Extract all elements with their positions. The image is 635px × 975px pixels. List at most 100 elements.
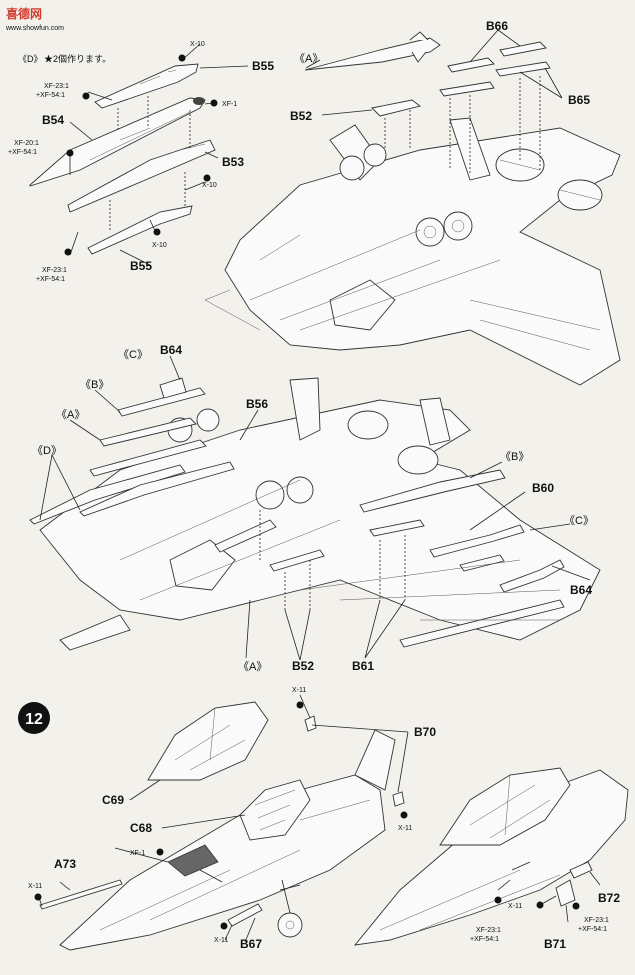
label-b67: B67 <box>240 937 262 951</box>
paint-xf54: +XF-54:1 <box>578 926 607 933</box>
note-group: 《D》 <box>18 54 43 64</box>
label-b65: B65 <box>568 93 590 107</box>
label-b55-lower: B55 <box>130 259 152 273</box>
paint-xf54: +XF-54:1 <box>36 276 65 283</box>
part-b71 <box>555 879 576 907</box>
step-badge <box>18 702 50 734</box>
paint-dot <box>210 99 218 107</box>
paint-dot <box>178 54 186 62</box>
label-b64-left: B64 <box>160 343 182 357</box>
label-b64-right: B64 <box>570 583 592 597</box>
label-b54: B54 <box>42 113 64 127</box>
pylon-b60 <box>369 519 425 537</box>
paint-dot <box>156 848 164 856</box>
missile-d-left <box>29 464 186 525</box>
missile-b-left <box>99 417 197 447</box>
group-a-bottom: 《A》 <box>238 660 267 673</box>
paint-x10: X-10 <box>152 242 167 249</box>
paint-dot <box>64 248 72 256</box>
label-b56: B56 <box>246 397 268 411</box>
paint-xf1: XF-1 <box>130 850 145 857</box>
missile-a-top <box>304 37 441 71</box>
label-b66: B66 <box>486 19 508 33</box>
label-b71: B71 <box>544 937 566 951</box>
aircraft-stores-middle: 《C》 B64 《B》 《A》 《D》 B56 《B》 B60 《C》 B64 … <box>29 343 601 673</box>
paint-dot <box>296 701 304 709</box>
paint-x10: X-10 <box>190 41 205 48</box>
paint-x11: X-11 <box>214 937 228 944</box>
paint-dot <box>82 92 90 100</box>
paint-dot <box>572 902 580 910</box>
label-b72: B72 <box>598 891 620 905</box>
missile-a-mid <box>214 519 277 553</box>
group-a-left: 《A》 <box>56 408 85 421</box>
label-b70: B70 <box>414 725 436 739</box>
step-number: 12 <box>25 711 43 728</box>
group-d-left: 《D》 <box>32 444 62 457</box>
paint-xf23: XF-23:1 <box>584 917 609 924</box>
paint-x11: X-11 <box>28 883 42 890</box>
pylon-b52-top <box>371 99 422 117</box>
canopy-c69 <box>147 701 269 781</box>
missile-c-right <box>429 524 525 558</box>
paint-dot <box>536 901 544 909</box>
paint-xf1: XF-1 <box>222 101 237 108</box>
missile-c-left <box>117 387 206 417</box>
paint-dot <box>66 149 74 157</box>
paint-xf54: +XF-54:1 <box>8 149 37 156</box>
part-b67 <box>227 903 263 927</box>
pylon-b52-mid <box>269 549 325 572</box>
paint-xf23: XF-23:1 <box>44 83 69 90</box>
part-b55-lower <box>87 205 193 255</box>
group-b-right: 《B》 <box>500 450 529 463</box>
instrument-panel <box>167 844 219 877</box>
paint-dot <box>203 174 211 182</box>
missile-b-right <box>359 469 506 513</box>
paint-xf20: XF-20:1 <box>14 140 39 147</box>
paint-xf23: XF-23:1 <box>476 927 501 934</box>
watermark: 喜德网 www.showfun.com <box>3 3 69 33</box>
paint-xf54: +XF-54:1 <box>470 936 499 943</box>
group-c-left: 《C》 <box>118 348 148 361</box>
paint-xf54: +XF-54:1 <box>36 92 65 99</box>
group-a-top: 《A》 <box>294 52 323 65</box>
paint-dot <box>220 922 228 930</box>
label-c69: C69 <box>102 793 124 807</box>
probe-a73 <box>39 879 123 910</box>
part-b53 <box>67 139 216 213</box>
aircraft-underside-top: 《A》 B66 B65 B52 <box>204 19 621 386</box>
label-a73: A73 <box>54 857 76 871</box>
watermark-url: www.showfun.com <box>5 25 64 32</box>
missile-d-assembly: X-10 B55 XF-23:1 +XF-54:1 XF-1 B54 XF-20… <box>8 41 274 283</box>
note-text: ★2個作ります。 <box>44 53 111 64</box>
missile-b64-right <box>499 559 565 593</box>
cockpit-tub <box>239 779 311 841</box>
part-b55-upper <box>94 63 199 109</box>
canopy-right <box>439 767 571 846</box>
missile-a-left <box>89 439 207 477</box>
part-b54 <box>29 97 206 187</box>
paint-dot <box>494 896 502 904</box>
step-12: 12 X-11 B70 C69 <box>18 687 629 951</box>
paint-x11: X-11 <box>398 825 412 832</box>
label-b61: B61 <box>352 659 374 673</box>
group-c-right: 《C》 <box>564 514 594 527</box>
label-b55-upper: B55 <box>252 59 274 73</box>
label-c68: C68 <box>130 821 152 835</box>
label-b52-mid: B52 <box>292 659 314 673</box>
paint-dot <box>400 811 408 819</box>
paint-x11: X-11 <box>292 687 306 694</box>
label-b52-top: B52 <box>290 109 312 123</box>
paint-dot <box>153 228 161 236</box>
paint-x10: X-10 <box>202 182 217 189</box>
aircraft-top-body <box>224 127 621 386</box>
paint-xf23: XF-23:1 <box>42 267 67 274</box>
label-b53: B53 <box>222 155 244 169</box>
paint-x11: X-11 <box>508 903 522 910</box>
part-b72 <box>569 861 593 879</box>
label-b60: B60 <box>532 481 554 495</box>
group-b-left: 《B》 <box>80 378 109 391</box>
paint-dot <box>34 893 42 901</box>
watermark-brand: 喜德网 <box>6 6 42 21</box>
